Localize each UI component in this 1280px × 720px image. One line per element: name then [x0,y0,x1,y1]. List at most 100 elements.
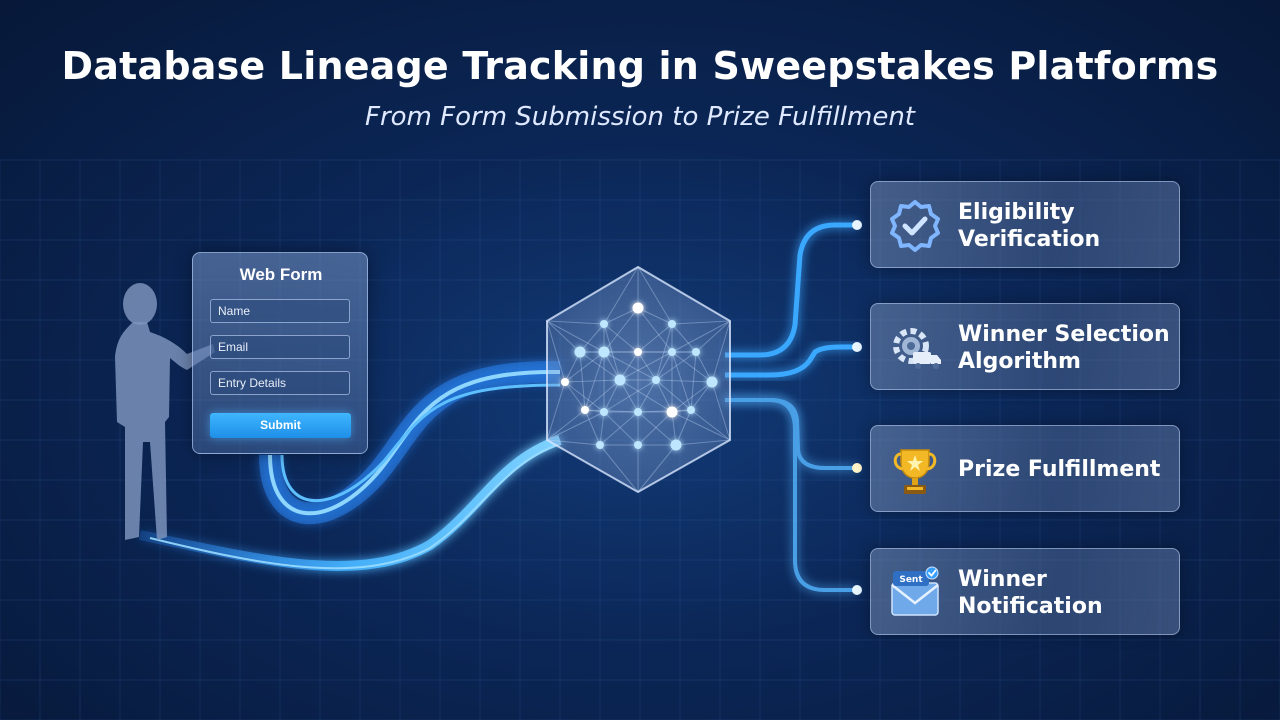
mesh-edge [603,411,639,446]
mesh-edge [584,379,621,411]
mesh-edge [603,379,657,413]
winner-notification-label: Winner Notification [958,566,1103,619]
prize-fulfillment-label: Prize Fulfillment [958,457,1161,482]
mesh-node [634,348,642,356]
winner-notification-card: Sent Winner Notification [870,548,1180,635]
mesh-edge [603,323,639,353]
name-field[interactable]: Name [210,299,350,323]
mesh-edge [564,381,605,413]
mesh-node [668,320,676,328]
mesh-node [632,302,644,314]
mesh-edge [603,307,639,325]
mesh-edge [584,351,605,411]
mesh-node [600,320,608,328]
mesh-edge [564,351,581,383]
mesh-node [600,408,608,416]
branch-endpoint-eligibility [852,220,862,230]
mesh-edge [603,307,639,353]
mesh-edge [637,411,677,446]
mesh-edge [546,409,586,441]
mesh-edge [637,307,673,353]
mesh-edge [711,381,731,441]
sent-envelope-icon: Sent [891,566,939,616]
mesh-node [706,376,718,388]
mesh-node [634,408,642,416]
mesh-edge [579,351,586,411]
branch-endpoint-winner-selection [852,342,862,352]
person-silhouette-icon [115,283,215,540]
mesh-edge [579,351,621,381]
mesh-edge [603,266,639,325]
mesh-edge [599,444,639,493]
mesh-edge [671,323,697,353]
mesh-node [652,376,660,384]
mesh-edge [695,320,731,353]
mesh-node [666,406,678,418]
floor-to-hub-stream-core [149,443,561,570]
mesh-edge [711,320,731,383]
mesh-node [596,441,604,449]
mesh-edge [603,351,657,381]
mesh-edge [637,379,657,413]
form-to-hub-stream-core [268,369,561,516]
mesh-edge [619,351,639,381]
eligibility-verification-card: Eligibility Verification [870,181,1180,268]
mesh-edge [671,320,731,325]
mesh-edge [690,409,731,441]
mesh-edge [671,411,677,446]
submit-button[interactable]: Submit [210,413,351,438]
mesh-edge [619,379,673,413]
web-form-panel: Web Form Name Email Entry Details Submit [192,252,368,454]
mesh-edge [655,351,697,381]
mesh-node [634,441,642,449]
mesh-edge [637,444,677,493]
check-badge-icon [890,200,940,252]
mesh-edge [671,381,713,413]
floor-to-hub-stream [138,435,562,571]
mesh-edge [546,411,605,441]
branch-winner-selection [725,344,857,378]
mesh-edge [546,320,605,353]
branch-eligibility [725,222,857,358]
mesh-edge [603,323,621,381]
trophy-icon [893,449,937,494]
mesh-edge [690,381,713,411]
winner-selection-card: Winner Selection Algorithm [870,303,1180,390]
mesh-node [668,348,676,356]
branch-notification [725,398,857,592]
email-field[interactable]: Email [210,335,350,359]
mesh-edge [655,379,692,411]
mesh-node [598,346,610,358]
mesh-edge [655,379,713,383]
mesh-edge [579,323,605,353]
mesh-edge [675,409,692,446]
database-hexagon [546,265,731,494]
mesh-edge [619,379,639,413]
mesh-edge [599,411,639,446]
page-title: Database Lineage Tracking in Sweepstakes… [61,44,1219,88]
form-to-hub-stream-core-2 [280,383,561,503]
mesh-edge [546,320,581,353]
page-subtitle: From Form Submission to Prize Fulfillmen… [365,102,915,132]
mesh-edge [599,411,605,446]
gear-truck-icon [893,328,941,369]
mesh-edge [546,320,566,383]
mesh-node [614,374,626,386]
mesh-node [581,406,589,414]
mesh-node [670,439,682,451]
mesh-edge [690,351,697,411]
mesh-edge [546,320,605,325]
mesh-edge [637,411,673,446]
mesh-edge [546,439,601,446]
mesh-node [692,348,700,356]
mesh-edge [637,307,673,325]
mesh-node [687,406,695,414]
mesh-edge [671,320,731,353]
entry-details-field[interactable]: Entry Details [210,371,350,395]
mesh-edge [637,323,673,353]
mesh-edge [671,351,713,383]
mesh-edge [637,266,673,325]
branch-endpoint-prize [852,463,862,473]
